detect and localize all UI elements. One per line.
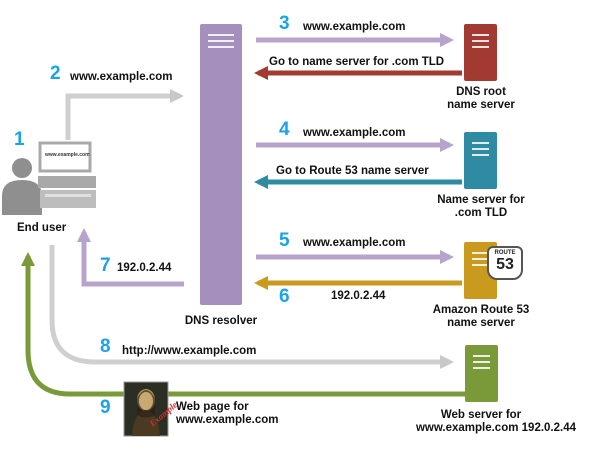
web-server-icon [465, 345, 498, 402]
end-user-label: End user [17, 222, 67, 234]
arrow-step-9 [21, 252, 465, 397]
step-7-text: 192.0.2.44 [117, 262, 172, 274]
step-number-5: 5 [279, 230, 290, 251]
route53-label-1: Amazon Route 53 [432, 304, 530, 316]
monitor-screen-text: www.example.com [45, 152, 90, 158]
tld-server-label-1: Name server for [437, 194, 525, 206]
dns-resolver-label: DNS resolver [184, 315, 258, 327]
step-number-8: 8 [100, 336, 111, 357]
route53-badge-icon: ROUTE 53 [487, 246, 523, 280]
web-server-label-2: www.example.com 192.0.2.44 [415, 422, 577, 434]
computer-icon [38, 141, 96, 208]
step-number-7: 7 [100, 255, 111, 276]
step-number-1: 1 [14, 129, 25, 150]
web-server-label-1: Web server for [440, 409, 522, 421]
step-8-text: http://www.example.com [122, 345, 257, 357]
tld-server-icon [464, 132, 497, 189]
root-server-label-1: DNS root [456, 86, 506, 98]
arrow-step-2 [65, 89, 184, 140]
step-4-text: www.example.com [303, 127, 406, 139]
person-icon [2, 158, 42, 215]
web-page-label-2: www.example.com [176, 414, 279, 426]
route53-label-2: name server [447, 317, 515, 329]
arrow-step-7 [77, 228, 184, 287]
tld-server-label-2: .com TLD [454, 207, 508, 219]
step-6-text: 192.0.2.44 [331, 290, 386, 302]
step-number-9: 9 [100, 397, 111, 418]
step-number-3: 3 [279, 13, 290, 34]
root-server-icon [464, 24, 497, 81]
step-5-text: www.example.com [303, 237, 406, 249]
arrow-step-8 [49, 245, 454, 369]
dns-resolver-server-icon [200, 24, 242, 305]
step-number-6: 6 [279, 286, 290, 307]
tld-reply-text: Go to Route 53 name server [276, 165, 429, 177]
root-server-label-2: name server [447, 99, 515, 111]
step-number-2: 2 [50, 63, 61, 84]
web-page-image: Example [123, 381, 179, 437]
root-reply-text: Go to name server for .com TLD [269, 56, 445, 68]
step-2-text: www.example.com [70, 71, 173, 83]
web-page-label-1: Web page for [176, 401, 249, 413]
step-number-4: 4 [279, 119, 290, 140]
step-3-text: www.example.com [303, 21, 406, 33]
